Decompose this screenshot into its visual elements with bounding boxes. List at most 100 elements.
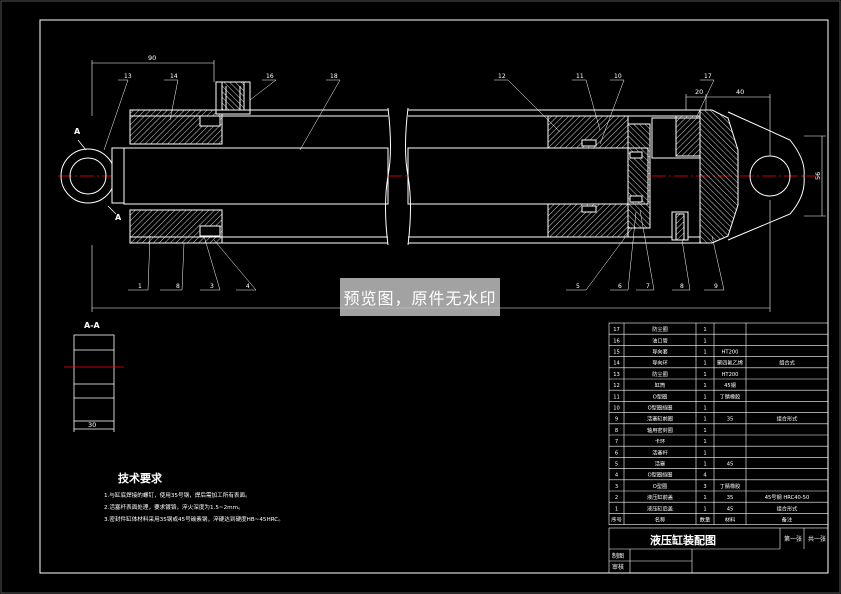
bom-cell: 1 (703, 428, 706, 434)
bom-cell: 1 (703, 394, 706, 400)
bom-cell: 1 (703, 506, 706, 512)
bom-cell: 3 (615, 484, 618, 490)
drawing-title: 液压缸装配图 (650, 533, 716, 547)
bom-cell: 丁腈橡胶 (720, 392, 741, 400)
balloon-b8: 8 (176, 283, 180, 290)
bom-cell: 12 (613, 383, 620, 389)
balloon-10: 10 (614, 73, 622, 80)
bom-cell: HT200 (722, 349, 739, 355)
sheet-label: 第一张 (784, 535, 802, 543)
oil-port (215, 81, 251, 115)
rod-end-eye (60, 147, 125, 204)
bom-cell: 7 (615, 439, 618, 445)
piston (547, 115, 651, 238)
balloon-16: 16 (266, 73, 274, 80)
dim-56: 56 (814, 172, 822, 180)
tech-line-3: 3.密封件缸体材料采用35钢或45号碳素钢，淬硬达到硬度HB~45HRC。 (104, 517, 284, 523)
rear-cover (651, 109, 805, 244)
bom-cell: 1 (703, 349, 706, 355)
balloon-12: 12 (498, 73, 506, 80)
bom-cell: 1 (703, 327, 706, 333)
bom-cell: O型圈挡圈 (648, 403, 673, 411)
bom-cell: 35 (727, 495, 734, 501)
section-mark-lines (77, 139, 117, 215)
bom-cell: 45 (727, 461, 734, 467)
bom-cell: 17 (613, 327, 620, 333)
bom-cell: 丁腈橡胶 (720, 482, 741, 490)
bom-cell: 45 (727, 506, 734, 512)
tech-title: 技术要求 (118, 472, 162, 485)
bom-cell: 45钢 (724, 381, 736, 389)
balloon-b4: 4 (246, 283, 250, 290)
bom-cell: 11 (613, 394, 620, 400)
bom-cell: 1 (703, 383, 706, 389)
bom-cell: 4 (703, 473, 707, 479)
bom-header-cell: 材料 (725, 515, 735, 523)
bom-cell: 4 (615, 473, 619, 479)
dim-20: 20 (695, 88, 703, 96)
bom-cell: 组合形式 (777, 504, 799, 512)
section-aa-view (73, 334, 115, 432)
checked-label: 审核 (612, 563, 624, 571)
bom-cell: 2 (615, 495, 618, 501)
leaders-top (103, 79, 715, 151)
bom-cell: 1 (615, 506, 618, 512)
qty-label: 共一张 (808, 535, 826, 543)
bom-header-cell: 数量 (700, 515, 710, 523)
technical-requirements: 技术要求 1.与缸底焊接的螺钉，使用35号钢，焊后需加工所有表面。 2.活塞杆表… (104, 470, 284, 526)
drawing-frame (39, 19, 829, 574)
bom-cell: 3 (703, 484, 706, 490)
bom-cell: 45号钢 HRC40-50 (765, 493, 810, 501)
bom-cell: 液压缸后盖 (647, 504, 673, 512)
bom-cell: 液压缸前盖 (647, 493, 673, 501)
leaders-bottom (128, 209, 725, 291)
bom-cell: 9 (615, 417, 618, 423)
bom-cell: 35 (727, 417, 734, 423)
balloon-13: 13 (124, 73, 132, 80)
bom-cell: 卡环 (655, 437, 665, 445)
bom-cell: 缸筒 (655, 381, 665, 389)
bom-cell: 8 (615, 428, 618, 434)
bom-cell: 5 (615, 461, 618, 467)
bom-cell: 导向套 (652, 347, 668, 355)
balloon-b3: 3 (210, 283, 214, 290)
drawn-label: 制图 (612, 552, 624, 560)
bom-cell: O型圈挡圈 (648, 471, 673, 479)
section-aa-label: A-A (84, 321, 101, 330)
bom-cell: 防尘圈 (652, 325, 668, 333)
bom-cell: 14 (613, 361, 620, 367)
bom-cell: 导向环 (652, 359, 668, 367)
bom-cell: 16 (613, 338, 620, 344)
bom-cell: HT200 (722, 372, 739, 378)
balloon-18: 18 (330, 73, 338, 80)
balloon-b9: 9 (714, 283, 718, 290)
dim-40: 40 (736, 88, 744, 96)
bom-cell: O型圈 (653, 392, 667, 400)
bom-cell: 活塞 (655, 459, 665, 467)
bom-cell: 1 (703, 495, 706, 501)
dim-30: 30 (88, 421, 96, 429)
balloon-b5: 5 (576, 283, 580, 290)
balloon-b1: 1 (138, 283, 142, 290)
balloon-11: 11 (576, 73, 584, 80)
bom-table (608, 322, 829, 525)
bom-cell: 1 (703, 338, 706, 344)
title-block (608, 527, 829, 574)
section-mark-a-top: A (74, 127, 81, 136)
bom-cell: 活塞缸前圈 (647, 415, 673, 423)
bom-cell: 6 (615, 450, 618, 456)
bom-header-cell: 序号 (611, 515, 621, 523)
bom-cell: 13 (613, 372, 620, 378)
balloon-b8b: 8 (680, 283, 684, 290)
bom-cell: 组合式 (779, 359, 795, 367)
section-mark-a-bottom: A (115, 213, 122, 222)
balloon-17: 17 (704, 73, 712, 80)
bom-cell: 聚四氟乙烯 (717, 359, 743, 367)
bom-header-cell: 备注 (782, 515, 792, 523)
bom-cell: 10 (613, 405, 620, 411)
balloon-b7: 7 (646, 283, 650, 290)
bom-cell: 1 (703, 450, 706, 456)
